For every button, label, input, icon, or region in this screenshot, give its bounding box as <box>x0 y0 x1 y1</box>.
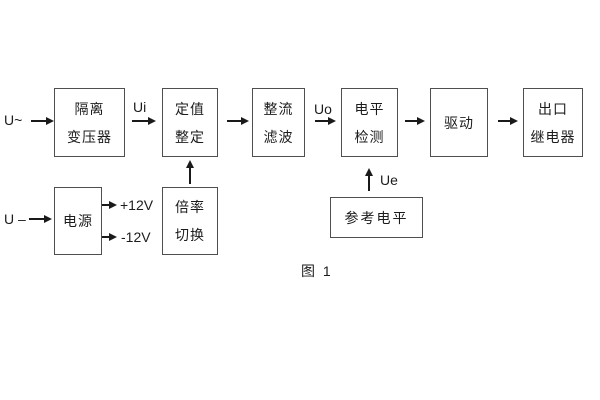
block-text: 切换 <box>175 227 205 243</box>
block-power-supply: 电源 <box>54 187 102 255</box>
arrow-dc-to-power <box>29 215 52 222</box>
block-level-detect: 电平 检测 <box>341 88 398 157</box>
block-rectifier-filter: 整流 滤波 <box>252 88 305 157</box>
figure-caption: 图 1 <box>301 263 333 279</box>
block-text: 出口 <box>538 100 568 117</box>
block-reference-level: 参考电平 <box>330 197 423 238</box>
arrow-ui-to-setting <box>132 117 156 124</box>
uo-signal-label: Uo <box>314 101 332 117</box>
arrow-uo-to-level-detect <box>315 117 336 124</box>
block-ratio-switch: 倍率 切换 <box>162 187 218 255</box>
arrow-ue-to-level-detect <box>365 168 372 191</box>
dc-input-label: U – <box>4 211 26 227</box>
neg-12v-label: -12V <box>121 229 151 245</box>
arrow-setting-to-rectifier <box>227 117 249 124</box>
block-text: 检测 <box>354 128 385 145</box>
block-drive: 驱动 <box>430 88 488 157</box>
block-text: 变压器 <box>67 128 112 145</box>
pos-12v-label: +12V <box>120 197 154 213</box>
block-text: 整定 <box>175 128 205 145</box>
block-text: 定值 <box>175 100 205 117</box>
arrow-power-pos12v <box>102 201 117 208</box>
block-text: 电平 <box>354 100 385 117</box>
block-isolation-transformer: 隔离 变压器 <box>54 88 125 157</box>
ui-signal-label: Ui <box>133 99 147 115</box>
block-text: 驱动 <box>444 114 474 131</box>
block-text: 倍率 <box>175 199 205 215</box>
arrow-level-to-drive <box>405 117 425 124</box>
ue-signal-label: Ue <box>380 172 398 188</box>
block-text: 电源 <box>63 213 93 229</box>
block-text: 隔离 <box>74 100 105 117</box>
block-text: 参考电平 <box>344 209 409 226</box>
arrow-drive-to-relay <box>498 117 518 124</box>
block-setting-adjust: 定值 整定 <box>162 88 218 157</box>
block-text: 滤波 <box>263 128 294 145</box>
block-text: 继电器 <box>530 128 576 145</box>
block-output-relay: 出口 继电器 <box>523 88 583 157</box>
arrow-ratio-to-setting <box>186 160 193 184</box>
arrow-power-neg12v <box>102 233 117 240</box>
arrow-ac-to-isolation <box>31 117 54 124</box>
ac-input-label: U~ <box>4 112 23 128</box>
block-text: 整流 <box>263 100 294 117</box>
